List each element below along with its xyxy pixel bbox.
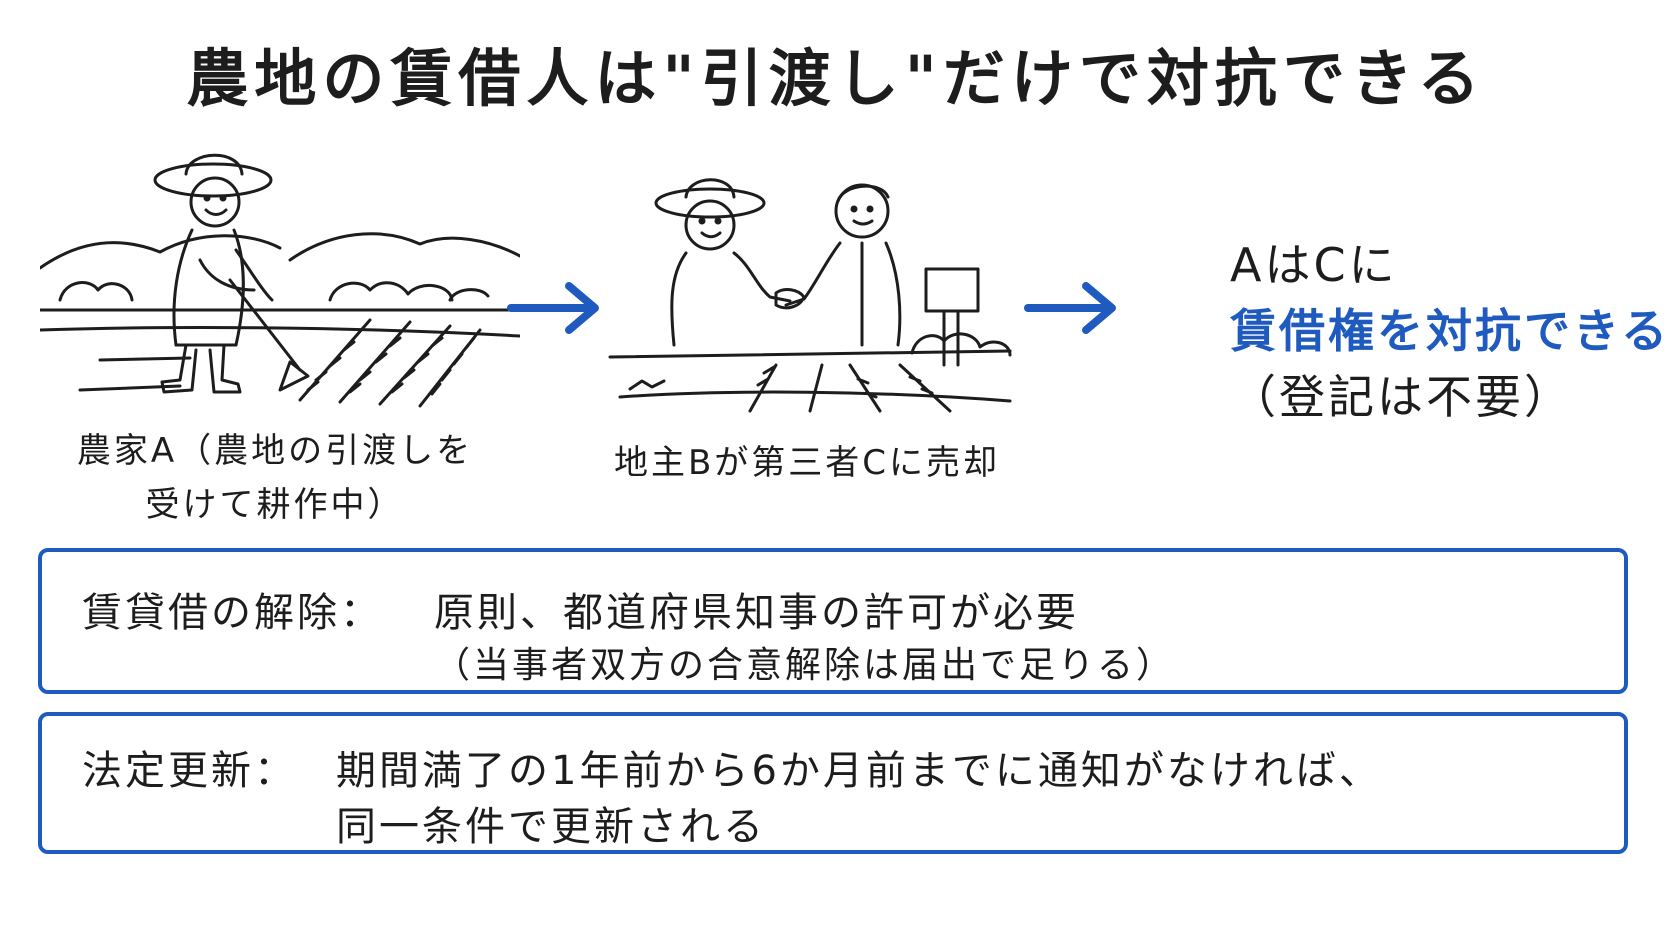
farmer-caption-line2: 受けて耕作中） (145, 485, 405, 525)
renewal-text-line2: 同一条件で更新される (336, 804, 766, 850)
termination-label: 賃貸借の解除： (82, 590, 383, 636)
result-line1: AはCに (1230, 238, 1398, 292)
renewal-label: 法定更新： (82, 748, 297, 794)
handshake-illustration (600, 165, 1020, 420)
result-line2: 賃借権を対抗できる (1230, 304, 1671, 358)
handshake-caption-line1: 地主Bが第三者Cに売却 (613, 443, 1001, 483)
result-text: AはCに 賃借権を対抗できる （登記は不要） (1230, 232, 1670, 430)
farmer-caption: 農家A（農地の引渡しを 受けて耕作中） (40, 424, 510, 532)
farmer-caption-line1: 農家A（農地の引渡しを (76, 431, 474, 471)
renewal-rule-box: 法定更新： 期間満了の1年前から6か月前までに通知がなければ、 同一条件で更新さ… (38, 712, 1628, 854)
farmer-illustration (40, 140, 520, 420)
termination-text-line1: 原則、都道府県知事の許可が必要 (434, 590, 1079, 636)
result-line3: （登記は不要） (1230, 370, 1573, 424)
right-arrow-icon (505, 280, 605, 340)
termination-rule-box: 賃貸借の解除： 原則、都道府県知事の許可が必要 （当事者双方の合意解除は届出で足… (38, 548, 1628, 694)
right-arrow-icon (1022, 280, 1122, 340)
renewal-text-line1: 期間満了の1年前から6か月前までに通知がなければ、 (336, 748, 1382, 794)
handshake-caption: 地主Bが第三者Cに売却 (592, 436, 1022, 490)
page-title: 農地の賃借人は"引渡し"だけで対抗できる (186, 42, 1486, 115)
termination-text-line2: （当事者双方の合意解除は届出で足りる） (434, 645, 1176, 686)
